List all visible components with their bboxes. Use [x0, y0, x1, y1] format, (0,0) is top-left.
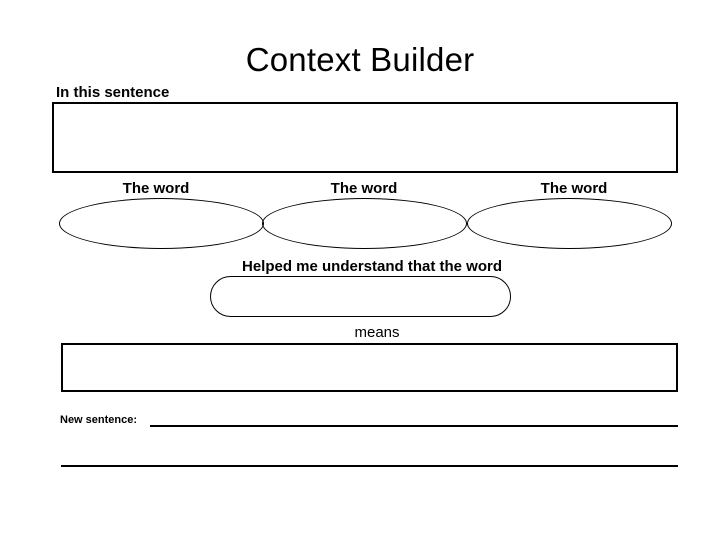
understanding-label: Helped me understand that the word	[241, 258, 503, 275]
clue-ellipse-1[interactable]	[59, 198, 264, 249]
clue-ellipse-2[interactable]	[262, 198, 467, 249]
definition-input-box[interactable]	[61, 343, 678, 392]
new-sentence-label: New sentence:	[60, 414, 138, 426]
word-label-2: The word	[330, 180, 398, 197]
clue-ellipse-3[interactable]	[467, 198, 672, 249]
page-title: Context Builder	[245, 41, 475, 78]
new-sentence-line-1[interactable]	[150, 425, 678, 427]
prompt-sentence-label: In this sentence	[56, 84, 170, 101]
word-label-1: The word	[122, 180, 190, 197]
word-label-3: The word	[540, 180, 608, 197]
new-sentence-line-2[interactable]	[61, 465, 678, 467]
means-label: means	[354, 324, 400, 341]
target-word-box[interactable]	[210, 276, 511, 317]
sentence-input-box[interactable]	[52, 102, 678, 173]
